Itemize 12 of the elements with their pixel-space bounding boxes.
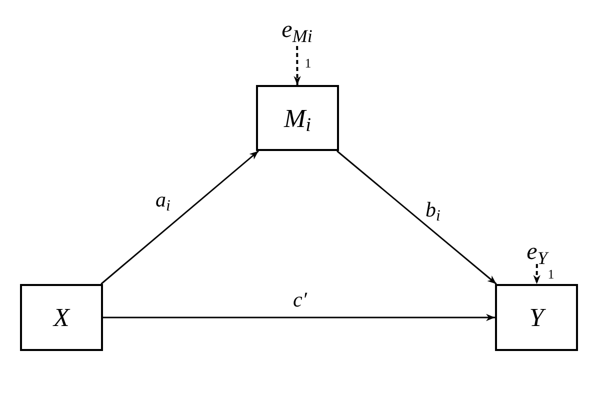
arrow	[103, 314, 495, 322]
dashed-arrow	[533, 264, 540, 284]
arrow	[100, 150, 259, 285]
arrow	[336, 150, 497, 285]
error-term-label: e$_{Y}$	[520, 240, 554, 264]
variable-box: M$_{i}$	[256, 85, 339, 151]
edge-label: b$_{i}$	[426, 200, 440, 220]
edge-label: 1	[304, 56, 312, 70]
edge-label: 1	[548, 268, 554, 280]
variable-box: X	[20, 284, 103, 351]
variable-box: Y	[495, 284, 578, 351]
dashed-arrow	[294, 46, 301, 85]
